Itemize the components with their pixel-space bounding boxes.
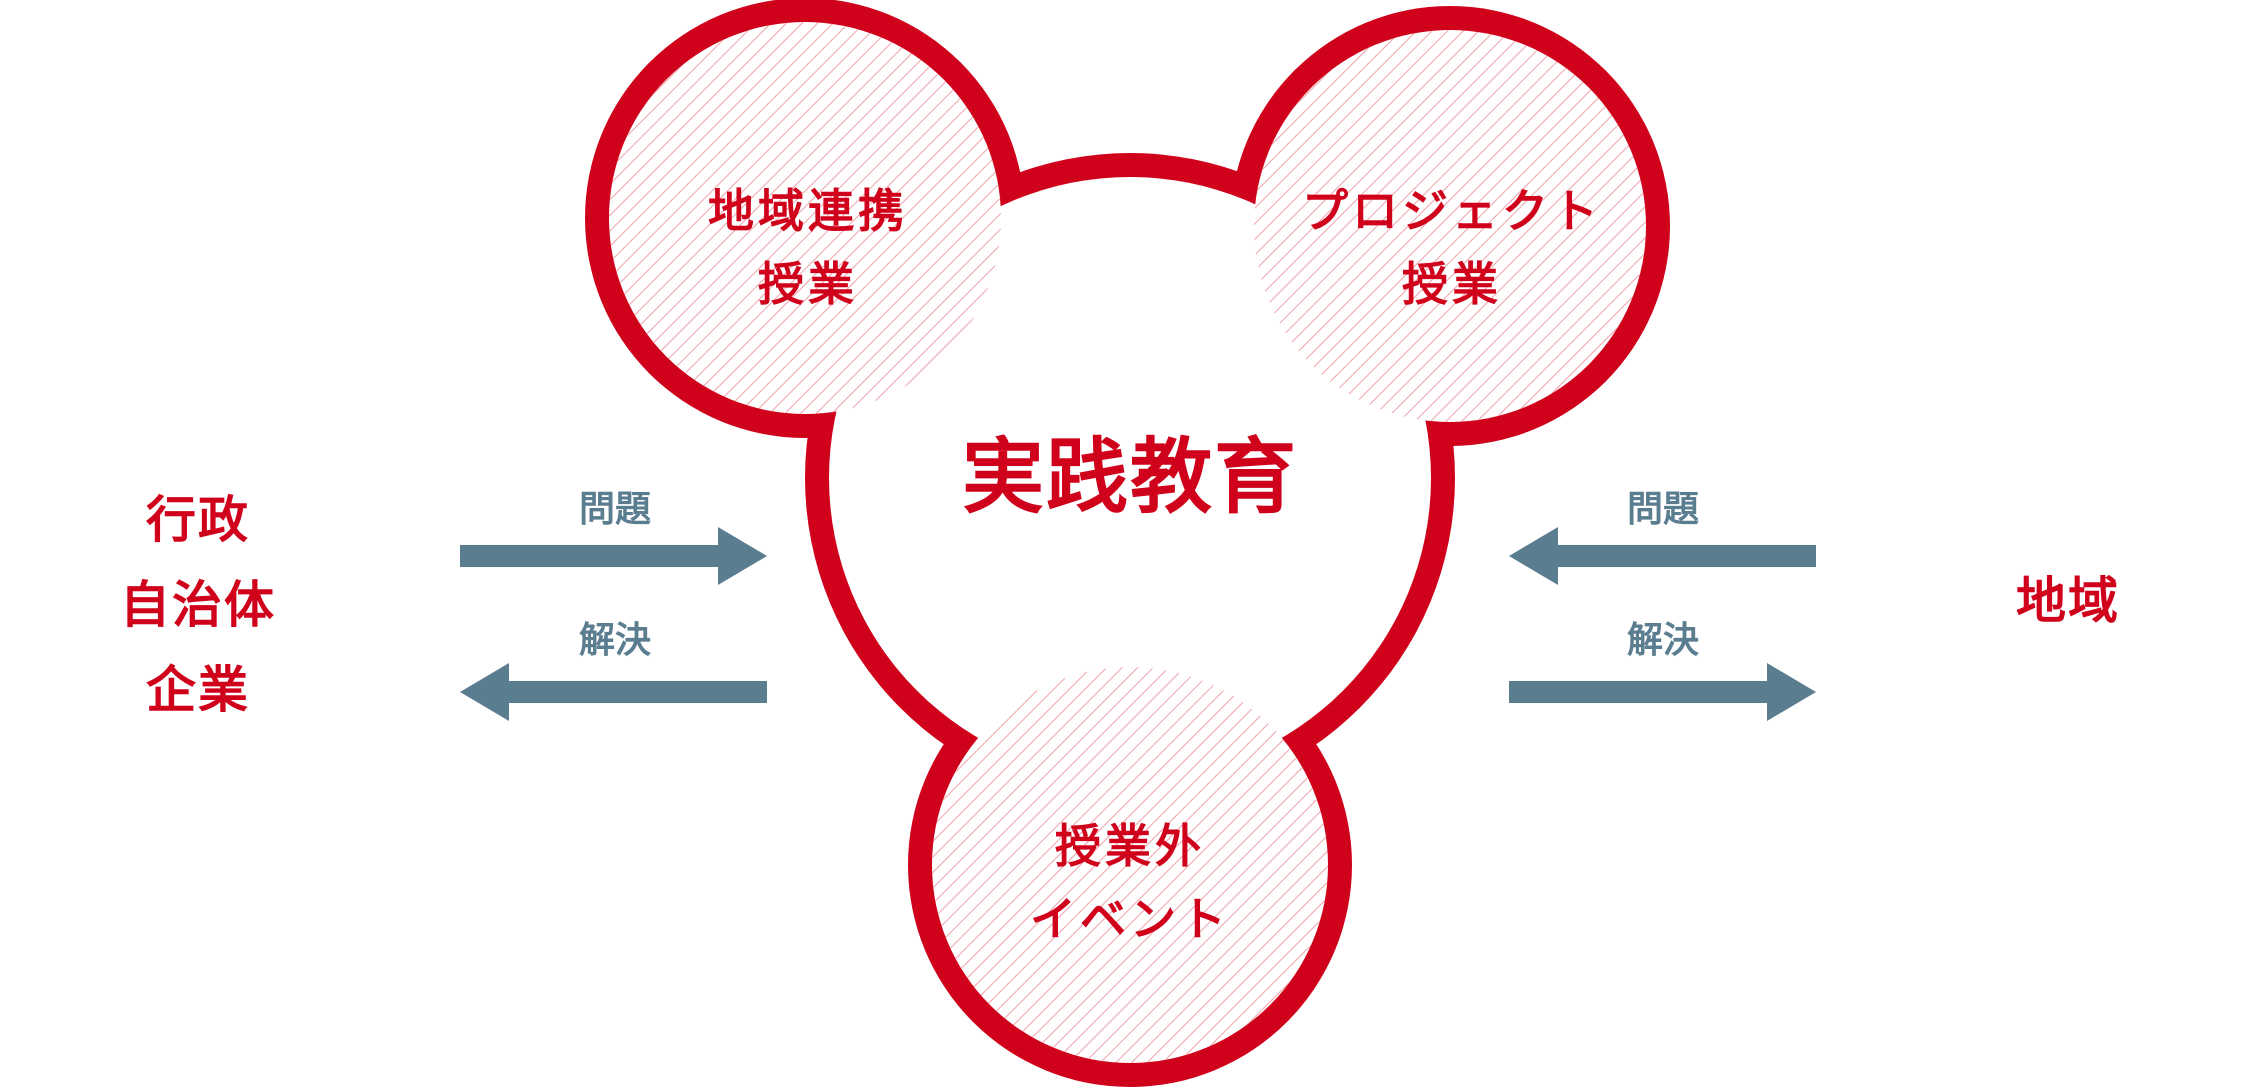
bottom-line2: イベント xyxy=(1030,892,1230,946)
top-left-line1: 地域連携 xyxy=(708,184,908,238)
right-in-arrow-icon xyxy=(1509,527,1816,585)
left-out-arrow-label: 解決 xyxy=(579,620,651,661)
right-out-arrow-icon xyxy=(1509,663,1816,721)
right-party-label: 地域 xyxy=(2016,572,2120,630)
center-label: 実践教育 xyxy=(962,430,1298,525)
top-right-line2: 授業 xyxy=(1402,257,1502,311)
hatch-top-left xyxy=(609,22,1001,414)
bottom-line1: 授業外 xyxy=(1055,819,1205,873)
hatch-top-right xyxy=(1254,30,1646,422)
top-left-line2: 授業 xyxy=(758,257,858,311)
right-in-arrow-label: 問題 xyxy=(1627,489,1699,530)
left-in-arrow-label: 問題 xyxy=(579,489,651,530)
left-party: 行政 自治体 企業 xyxy=(120,491,276,719)
left-party-line1: 行政 xyxy=(146,491,250,549)
left-in-arrow-icon xyxy=(460,527,767,585)
top-right-line1: プロジェクト xyxy=(1302,184,1602,238)
left-party-line3: 企業 xyxy=(146,661,250,719)
right-out-arrow-label: 解決 xyxy=(1627,620,1699,661)
hatched-areas xyxy=(609,22,1646,1063)
left-party-line2: 自治体 xyxy=(120,576,276,634)
left-arrows: 問題 解決 xyxy=(460,489,767,721)
left-out-arrow-icon xyxy=(460,663,767,721)
right-arrows: 問題 解決 xyxy=(1509,489,1816,721)
hatch-bottom xyxy=(932,667,1328,1063)
